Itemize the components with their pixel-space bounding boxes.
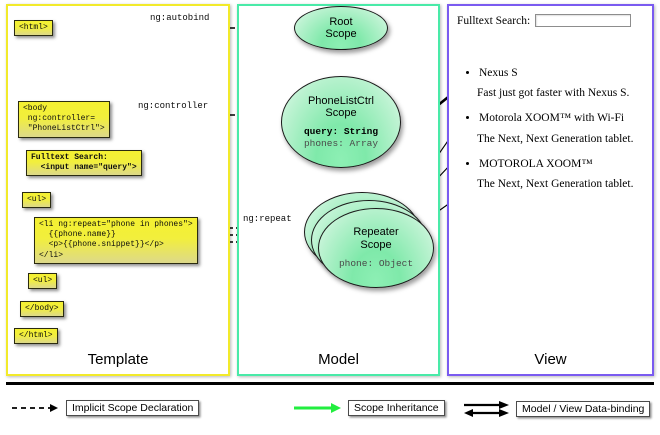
prop-phone: phone: Object [338, 258, 414, 270]
legend-divider [6, 382, 654, 385]
model-panel: Model [237, 4, 440, 376]
phone-snippet: The Next, Next Generation tablet. [477, 132, 634, 145]
double-arrow-icon [464, 401, 509, 417]
code-block-fulltext-search: Fulltext Search: <input name="query"> [26, 150, 142, 177]
code-block-li-repeat: <li ng:repeat="phone in phones"> {{phone… [34, 217, 198, 264]
phone-name: MOTOROLA XOOM™ [479, 157, 593, 170]
fulltext-search-row: Fulltext Search: [457, 14, 646, 27]
template-panel-label: Template [87, 351, 149, 368]
phone-list: Nexus S Fast just got faster with Nexus … [457, 67, 646, 191]
template-panel: Template [6, 4, 230, 376]
code-block-ul-open: <ul> [22, 192, 52, 209]
prop-query: query: String [303, 126, 379, 138]
edge-label-ng-repeat: ng:repeat [243, 214, 292, 224]
legend-label-implicit: Implicit Scope Declaration [66, 400, 200, 416]
repeater-scope-props: phone: Object [339, 258, 413, 269]
list-item: Nexus S [479, 67, 646, 80]
phonelistctrl-scope-props: query: String phones: Array [304, 126, 378, 149]
legend-item-implicit-scope-declaration: Implicit Scope Declaration [12, 400, 200, 416]
phone-name: Nexus S [479, 67, 518, 79]
legend: Implicit Scope Declaration Scope Inherit… [0, 382, 660, 435]
view-panel-label: View [534, 351, 567, 368]
view-content: Fulltext Search: Nexus S Fast just got f… [457, 14, 646, 203]
legend-item-scope-inheritance: Scope Inheritance [294, 400, 445, 416]
code-block-html-close: </html> [14, 328, 58, 345]
edge-label-ng-controller: ng:controller [138, 101, 209, 111]
dashed-arrow-icon [12, 404, 58, 412]
code-block-html-open: <html> [14, 20, 53, 37]
search-input[interactable] [535, 14, 632, 27]
model-panel-label: Model [318, 351, 359, 368]
legend-label-inheritance: Scope Inheritance [348, 400, 445, 416]
legend-item-model-view-data-binding: Model / View Data-binding [462, 400, 651, 418]
view-panel: Fulltext Search: Nexus S Fast just got f… [447, 4, 654, 376]
list-item: MOTOROLA XOOM™ [479, 158, 646, 171]
green-arrow-icon [294, 403, 341, 413]
prop-phones: phones: Array [303, 137, 379, 149]
phone-snippet: Fast just got faster with Nexus S. [477, 87, 630, 100]
phone-snippet: The Next, Next Generation tablet. [477, 178, 634, 191]
phone-name: Motorola XOOM™ with Wi-Fi [479, 112, 625, 125]
fulltext-search-label: Fulltext Search: [457, 14, 531, 27]
legend-label-binding: Model / View Data-binding [516, 401, 651, 417]
edge-label-ng-autobind: ng:autobind [150, 13, 210, 23]
code-block-body-open: <body ng:controller= "PhoneListCtrl"> [18, 101, 110, 138]
code-block-body-close: </body> [20, 301, 64, 318]
list-item: Motorola XOOM™ with Wi-Fi [479, 112, 646, 125]
code-block-ul-close: <ul> [28, 273, 58, 290]
